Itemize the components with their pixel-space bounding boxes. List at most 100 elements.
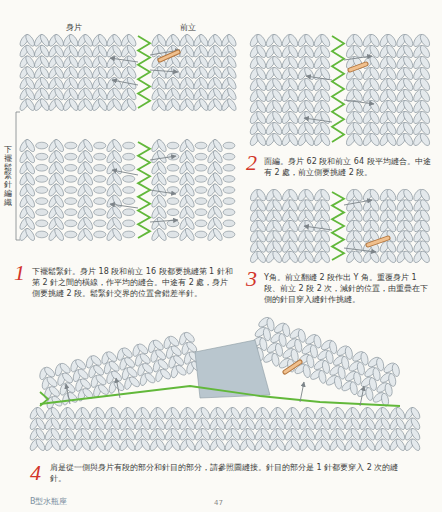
knit-stitch <box>200 438 212 452</box>
knit-stitch <box>319 132 332 147</box>
sewing-needle <box>160 52 178 60</box>
purl-stitch <box>123 209 135 216</box>
direction-arrow <box>300 382 304 402</box>
knit-stitch <box>260 438 272 452</box>
knit-stitch <box>126 97 138 111</box>
purl-stitch <box>36 142 48 149</box>
seam-yarn <box>138 142 150 238</box>
purl-stitch <box>167 209 179 216</box>
knit-stitch <box>410 438 422 452</box>
purl-stitch <box>123 187 135 194</box>
knit-stitch <box>351 132 364 147</box>
knit-panel <box>18 138 135 242</box>
knit-panel <box>150 138 235 242</box>
knit-stitch <box>159 367 172 380</box>
knit-stitch <box>170 438 182 452</box>
knit-stitch <box>53 227 65 242</box>
knit-panel <box>36 329 204 411</box>
purl-stitch <box>195 176 207 183</box>
shoulder-gap <box>195 340 270 398</box>
knit-stitch <box>24 227 36 242</box>
purl-stitch <box>167 142 179 149</box>
vertical-part-name: 下襬鬆緊針編織 <box>4 146 12 208</box>
purl-stitch <box>195 209 207 216</box>
knit-stitch <box>140 438 152 452</box>
knit-stitch <box>319 250 331 264</box>
purl-stitch <box>65 164 77 171</box>
knit-stitch <box>302 364 311 378</box>
direction-arrow <box>344 248 376 252</box>
purl-stitch <box>223 220 235 227</box>
sewing-needle <box>350 64 366 70</box>
direction-arrow <box>304 226 332 230</box>
purl-stitch <box>94 164 106 171</box>
knit-stitch <box>128 375 141 388</box>
direction-arrow <box>360 386 364 406</box>
purl-stitch <box>223 198 235 205</box>
direction-arrow <box>344 200 372 205</box>
knit-stitch <box>255 132 268 147</box>
knit-panel <box>248 33 331 147</box>
purl-stitch <box>167 231 179 238</box>
knit-stitch <box>402 132 415 147</box>
purl-stitch <box>123 198 135 205</box>
purl-stitch <box>65 209 77 216</box>
seam-yarn <box>40 386 400 406</box>
knit-stitch <box>303 132 316 147</box>
purl-stitch <box>195 198 207 205</box>
step-note: Y角。前立翻縫 2 段作出 Y 角。重覆身片 1 段、前立 2 段 2 次，減針… <box>264 272 432 306</box>
knit-stitch <box>395 438 407 452</box>
knit-stitch <box>230 438 242 452</box>
knit-stitch <box>97 383 110 396</box>
callout-number: 4 <box>30 462 41 484</box>
knit-stitch <box>65 438 77 452</box>
knit-stitch <box>385 250 397 264</box>
purl-stitch <box>94 187 106 194</box>
direction-arrow <box>66 384 70 404</box>
knit-stitch <box>385 132 398 147</box>
purl-stitch <box>195 142 207 149</box>
knit-stitch <box>352 250 364 264</box>
purl-stitch <box>223 209 235 216</box>
callout-number: 3 <box>246 268 257 290</box>
direction-arrow <box>150 190 176 194</box>
page-number: 47 <box>214 499 223 509</box>
purl-stitch <box>223 176 235 183</box>
direction-arrow <box>344 100 374 104</box>
direction-arrow <box>150 220 178 222</box>
purl-stitch <box>65 220 77 227</box>
seam-yarn <box>138 36 150 108</box>
knit-stitch <box>419 250 431 264</box>
purl-stitch <box>223 231 235 238</box>
part-name: 身片 <box>66 22 82 33</box>
direction-arrow <box>112 170 138 175</box>
bracket-line <box>16 112 20 240</box>
watermark: B型水瓶座 <box>30 496 68 507</box>
purl-stitch <box>65 153 77 160</box>
knit-stitch <box>215 438 227 452</box>
direction-arrow <box>116 378 120 398</box>
purl-stitch <box>195 231 207 238</box>
knit-stitch <box>418 132 431 147</box>
knit-stitch <box>111 227 123 242</box>
knit-stitch <box>318 370 327 384</box>
knit-stitch <box>110 438 122 452</box>
knit-stitch <box>156 227 168 242</box>
purl-stitch <box>123 153 135 160</box>
purl-stitch <box>167 198 179 205</box>
sewing-needle <box>285 362 300 372</box>
purl-stitch <box>195 187 207 194</box>
purl-stitch <box>36 187 48 194</box>
direction-arrow <box>110 58 138 62</box>
direction-arrow <box>150 70 178 72</box>
knit-stitch <box>305 438 317 452</box>
purl-stitch <box>195 153 207 160</box>
direction-arrow <box>304 118 332 122</box>
sewing-needle <box>285 362 300 372</box>
knit-stitch <box>402 250 414 264</box>
knit-panel <box>249 188 332 264</box>
knit-stitch <box>212 227 224 242</box>
knit-stitch <box>333 376 342 390</box>
